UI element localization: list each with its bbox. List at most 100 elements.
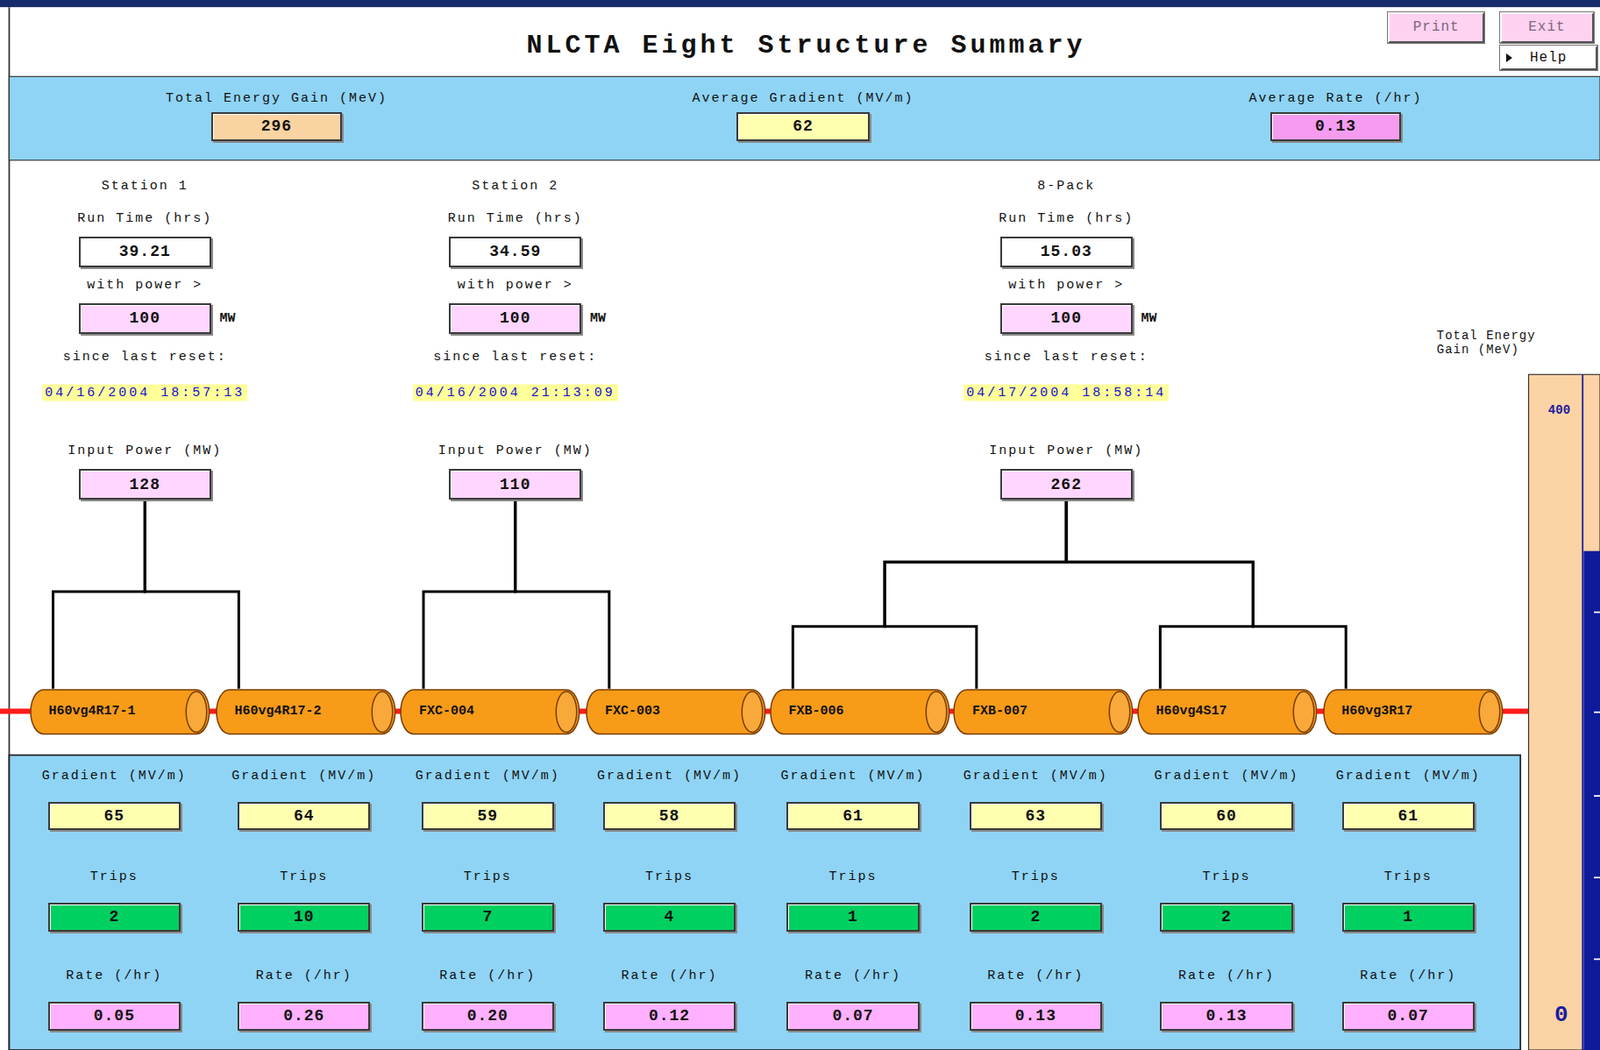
field-value: 7 [482,908,493,926]
field-value: 4 [664,908,676,926]
accelerator-structure: FXB-007 [953,689,1133,735]
total-energy-field: Total Energy Gain (MeV)296 [211,112,342,142]
trips-field: Trips2 [969,903,1103,932]
field-heading: Average Gradient (MV/m) [691,91,914,107]
field-value: 0.05 [93,1007,136,1025]
structure-name: FXB-006 [788,704,844,719]
field-heading: Gradient (MV/m) [42,768,187,784]
button-label: Exit [1528,19,1565,36]
field-value: 15.03 [1040,242,1093,261]
reset-timestamp: 04/17/2004 18:58:14 [963,384,1169,402]
field-value: 59 [477,807,499,825]
summary-band [8,76,1600,160]
rate-field: Rate (/hr)0.07 [786,1002,919,1032]
unit-label: MW [220,311,236,327]
field-heading: Trips [645,869,694,885]
structure-name: FXB-007 [972,704,1028,719]
button-label: Print [1413,19,1460,36]
field-heading: Rate (/hr) [1359,968,1457,984]
structure-name: FXC-004 [419,704,475,719]
bar-min-value: 0 [1554,1002,1569,1029]
input-power-field: Input Power (MW)128 [78,469,212,500]
field-value: 62 [792,117,814,136]
structure-cylinder [216,689,396,734]
trips-field: Trips1 [1342,903,1475,932]
structure-end-cap [742,691,763,733]
field-heading: Run Time (hrs) [998,211,1134,227]
gradient-field: Gradient (MV/m)58 [603,802,736,832]
gradient-field: Gradient (MV/m)59 [421,802,555,832]
field-value: 0.07 [832,1007,874,1025]
accelerator-structure: FXC-003 [586,689,766,735]
structure-name: H60vg4R17-1 [49,704,136,719]
field-value: 1 [847,908,859,926]
structure-cylinder [1137,689,1317,734]
field-value: 65 [104,807,126,825]
bar-heading: Total Energy Gain (MeV) [1436,328,1565,357]
field-heading: Rate (/hr) [804,968,902,984]
power-feed-line [1066,499,1346,689]
reset-timestamp: 04/16/2004 21:13:09 [412,384,619,402]
reset-label: since last reset: [433,349,598,365]
gradient-field: Gradient (MV/m)60 [1159,802,1293,832]
field-value: 34.59 [489,242,541,261]
field-value: 2 [1221,908,1232,926]
input-power-field: Input Power (MW)262 [1000,469,1133,500]
field-heading: Gradient (MV/m) [231,768,377,784]
gradient-field: Gradient (MV/m)61 [1342,802,1475,832]
trips-field: Trips4 [603,903,736,932]
structure-end-cap [1109,691,1131,733]
accelerator-structure: H60vg4R17-1 [30,689,210,735]
structure-cylinder [586,689,766,734]
field-heading: Run Time (hrs) [448,211,584,227]
unit-label: MW [1141,311,1158,327]
energy-bar-ground [1528,374,1600,1050]
field-value: 63 [1025,807,1047,825]
field-heading: Trips [828,869,877,885]
field-value: 10 [293,908,315,926]
reset-label: since last reset: [63,349,228,365]
structure-name: H60vg3R17 [1341,704,1413,719]
field-value: 0.07 [1387,1007,1430,1025]
structure-end-cap [1479,691,1500,733]
bar-max-value: 400 [1548,403,1571,418]
field-heading: Rate (/hr) [65,968,163,984]
trips-field: Trips7 [421,903,555,932]
rate-field: Rate (/hr)0.12 [603,1002,736,1032]
gradient-field: Gradient (MV/m)65 [48,802,181,832]
field-heading: Input Power (MW) [67,443,222,459]
field-heading: with power > [1008,277,1124,293]
trips-field: Trips10 [237,903,370,932]
structure-name: H60vg4S17 [1155,704,1227,719]
field-value: 0.13 [1315,117,1357,136]
field-value: 58 [659,807,681,825]
power-feed-line [792,499,1067,689]
field-value: 2 [1030,908,1041,926]
field-heading: Gradient (MV/m) [597,768,742,784]
trips-field: Trips2 [1159,903,1293,932]
field-value: 0.13 [1015,1007,1057,1025]
run-time-field: Run Time (hrs)15.03 [1000,236,1133,268]
power-feed-line [53,499,146,689]
field-heading: Trips [90,869,139,885]
field-value: 0.13 [1205,1007,1247,1025]
field-heading: with power > [457,277,574,293]
gradient-field: Gradient (MV/m)61 [786,802,919,832]
field-heading: Rate (/hr) [256,968,353,984]
accelerator-structure: FXB-006 [770,689,950,735]
field-value: 60 [1216,807,1238,825]
structure-name: H60vg4R17-2 [234,704,321,719]
exit-button: Exit [1500,12,1594,43]
field-heading: Trips [463,869,512,885]
field-value: 100 [499,309,531,328]
structure-cylinder [953,689,1133,734]
gradient-field: Gradient (MV/m)64 [237,802,370,832]
field-value: 100 [129,309,161,328]
structure-cylinder [1323,689,1503,734]
structure-name: FXC-003 [604,704,661,719]
run-time-field: Run Time (hrs)39.21 [78,236,212,268]
unit-label: MW [590,311,606,327]
